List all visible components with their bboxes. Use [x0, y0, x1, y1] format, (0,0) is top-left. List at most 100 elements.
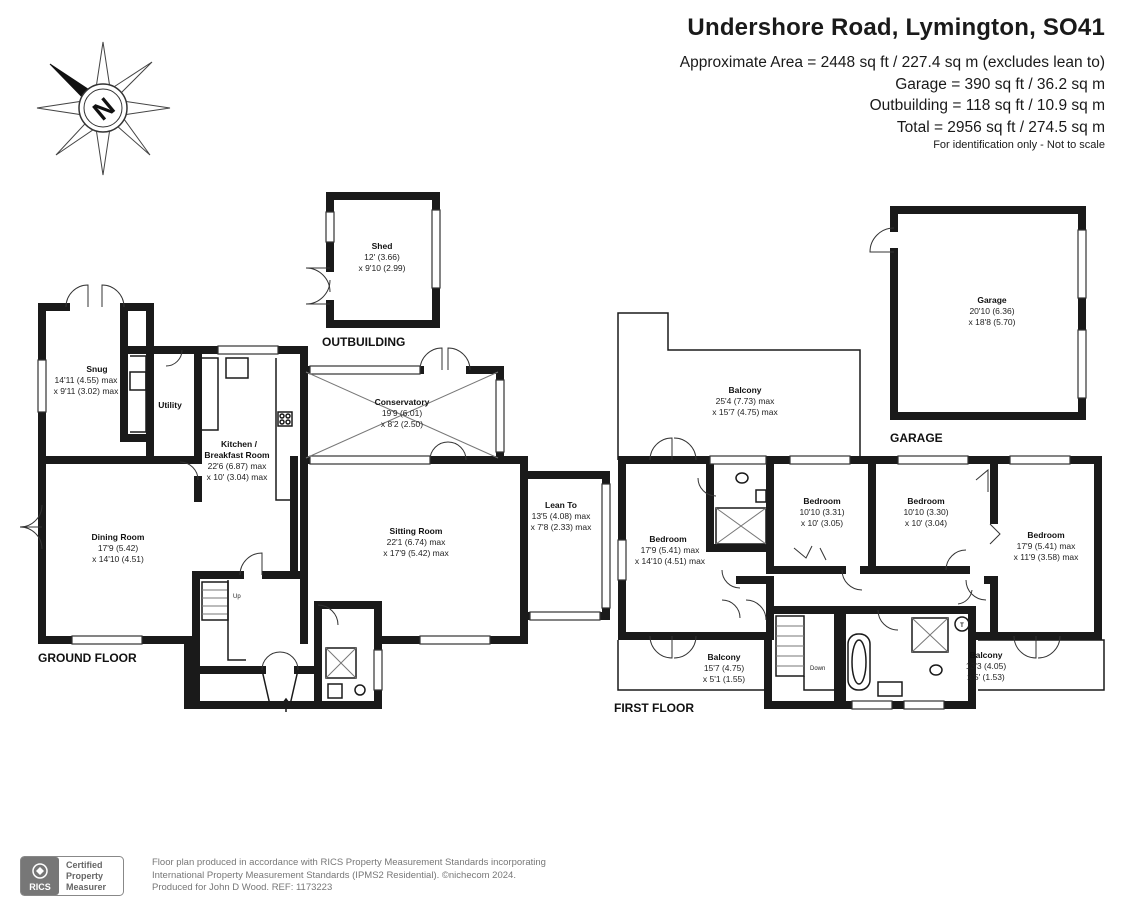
dining-window [71, 635, 143, 645]
bathroom-basin [877, 681, 903, 697]
room-label-conservatory: Conservatory [375, 397, 430, 407]
room-dims-conservatory-2: x 8'2 (2.50) [381, 419, 423, 429]
room-label-bed4: Bedroom [1027, 530, 1065, 540]
garage-side-door [869, 227, 895, 253]
room-label-leanto: Lean To [545, 500, 577, 510]
room-dims-kitchen-2: x 10' (3.04) max [207, 472, 268, 482]
footer-line-1: Floor plan produced in accordance with R… [152, 857, 546, 868]
room-dims-leanto-1: 13'5 (4.08) max [532, 511, 592, 521]
kitchen-counter [200, 357, 219, 431]
bed4-balcony-doors [1013, 635, 1037, 659]
area-summary: Approximate Area = 2448 sq ft / 227.4 sq… [680, 52, 1105, 138]
floor-label-ground: GROUND FLOOR [38, 651, 137, 665]
room-dims-bed3-1: 10'10 (3.30) [903, 507, 948, 517]
hob-icon [277, 411, 293, 427]
room-dims-snug-1: 14'11 (4.55) max [55, 375, 119, 385]
room-dims-sitting-1: 22'1 (6.74) max [387, 537, 447, 547]
room-label-dining: Dining Room [92, 532, 145, 542]
room-label-garage: Garage [977, 295, 1007, 305]
conservatory-window-bottom [309, 455, 431, 465]
shed-window-right [431, 209, 441, 289]
room-dims-bed3-2: x 10' (3.04) [905, 518, 947, 528]
room-dims-dining-2: x 14'10 (4.51) [92, 554, 144, 564]
room-dims-sitting-2: x 17'9 (5.42) max [383, 548, 449, 558]
rics-certified-badge: RICS Certified Property Measurer [20, 856, 124, 896]
room-dims-snug-2: x 9'11 (3.02) max [54, 386, 120, 396]
compass-icon: N [36, 41, 171, 176]
room-dims-balcony-top-2: x 15'7 (4.75) max [712, 407, 778, 417]
area-line-total: Total = 2956 sq ft / 274.5 sq m [896, 118, 1105, 136]
room-dims-balcony-right-2: x 5' (1.53) [967, 672, 1005, 682]
rics-emblem-icon [32, 863, 48, 879]
ensuite-shower [715, 507, 767, 545]
stairs-down-label: Down [810, 666, 825, 672]
room-dims-dining-1: 17'9 (5.42) [98, 543, 139, 553]
area-line-outbuilding: Outbuilding = 118 sq ft / 10.9 sq m [869, 97, 1105, 114]
room-dims-bed4-1: 17'9 (5.41) max [1017, 541, 1077, 551]
room-dims-shed-2: x 9'10 (2.99) [359, 263, 406, 273]
shed-door [305, 267, 331, 293]
page-title: Undershore Road, Lymington, SO41 [687, 14, 1105, 41]
room-label-sitting: Sitting Room [390, 526, 443, 536]
footer-notes: Floor plan produced in accordance with R… [152, 857, 546, 895]
area-line-main: Approximate Area = 2448 sq ft / 227.4 sq… [679, 54, 1105, 71]
footer-line-3: Produced for John D Wood. REF: 1173223 [152, 882, 333, 893]
water-tank-icon [954, 616, 970, 632]
room-dims-balcony-left-1: 15'7 (4.75) [704, 663, 745, 673]
floor-label-first: FIRST FLOOR [614, 701, 694, 715]
disclaimer-note: For identification only - Not to scale [933, 139, 1105, 151]
room-label-bed1: Bedroom [649, 534, 687, 544]
sitting-window [419, 635, 491, 645]
conservatory-window-top [309, 365, 421, 375]
room-label-kitchen-2: Breakfast Room [204, 450, 270, 460]
room-label-bed3: Bedroom [907, 496, 945, 506]
bath-icon [847, 633, 871, 691]
ground-shower [325, 647, 357, 679]
room-dims-garage-2: x 18'8 (5.70) [969, 317, 1016, 327]
room-label-snug: Snug [86, 364, 107, 374]
room-label-balcony-right: Balcony [969, 650, 1002, 660]
snug-window [37, 359, 47, 413]
rics-line-2: Property [66, 871, 103, 881]
rics-line-3: Measurer [66, 882, 107, 892]
room-label-balcony-left: Balcony [707, 652, 740, 662]
room-label-balcony-top: Balcony [728, 385, 761, 395]
bathroom-wc [929, 664, 943, 676]
first-floor-walls [617, 312, 1105, 709]
front-door [261, 651, 299, 671]
kitchen-window [217, 345, 279, 355]
bed1-balcony-doors [649, 437, 673, 461]
room-dims-kitchen-1: 22'6 (6.87) max [208, 461, 268, 471]
room-dims-bed4-2: x 11'9 (3.58) max [1014, 552, 1080, 562]
kitchen-sink [225, 357, 249, 379]
balcony-top-outline [617, 312, 861, 460]
stairs-up-label: Up [233, 594, 241, 600]
first-floor-stairs [775, 615, 836, 691]
ground-floor-stairs [201, 580, 246, 661]
floor-label-outbuilding: OUTBUILDING [322, 335, 405, 349]
room-dims-bed1-1: 17'9 (5.41) max [641, 545, 701, 555]
room-label-utility: Utility [158, 400, 182, 410]
outbuilding-shed [305, 192, 441, 328]
rics-mark: RICS [29, 882, 51, 892]
shed-window-left [325, 211, 335, 243]
room-dims-bed1-2: x 14'10 (4.51) max [635, 556, 706, 566]
snug-french-doors [65, 284, 89, 308]
footer-line-2: International Property Measurement Stand… [152, 869, 516, 881]
conservatory-doors [419, 347, 443, 371]
bathroom-shower [911, 617, 949, 653]
rics-line-1: Certified [66, 860, 103, 870]
room-dims-garage-1: 20'10 (6.36) [969, 306, 1014, 316]
room-dims-conservatory-1: 19'9 (6.01) [382, 408, 423, 418]
conservatory-window-side [495, 379, 505, 453]
garage-walls [869, 206, 1087, 420]
room-dims-leanto-2: x 7'8 (2.33) max [531, 522, 592, 532]
room-dims-balcony-top-1: 25'4 (7.73) max [716, 396, 776, 406]
tank-label: T [960, 623, 964, 629]
ensuite-wc [735, 472, 749, 484]
room-dims-balcony-left-2: x 5'1 (1.55) [703, 674, 745, 684]
bed1-lower-doors [649, 635, 673, 659]
room-dims-bed2-1: 10'10 (3.31) [799, 507, 844, 517]
room-label-shed: Shed [372, 241, 393, 251]
